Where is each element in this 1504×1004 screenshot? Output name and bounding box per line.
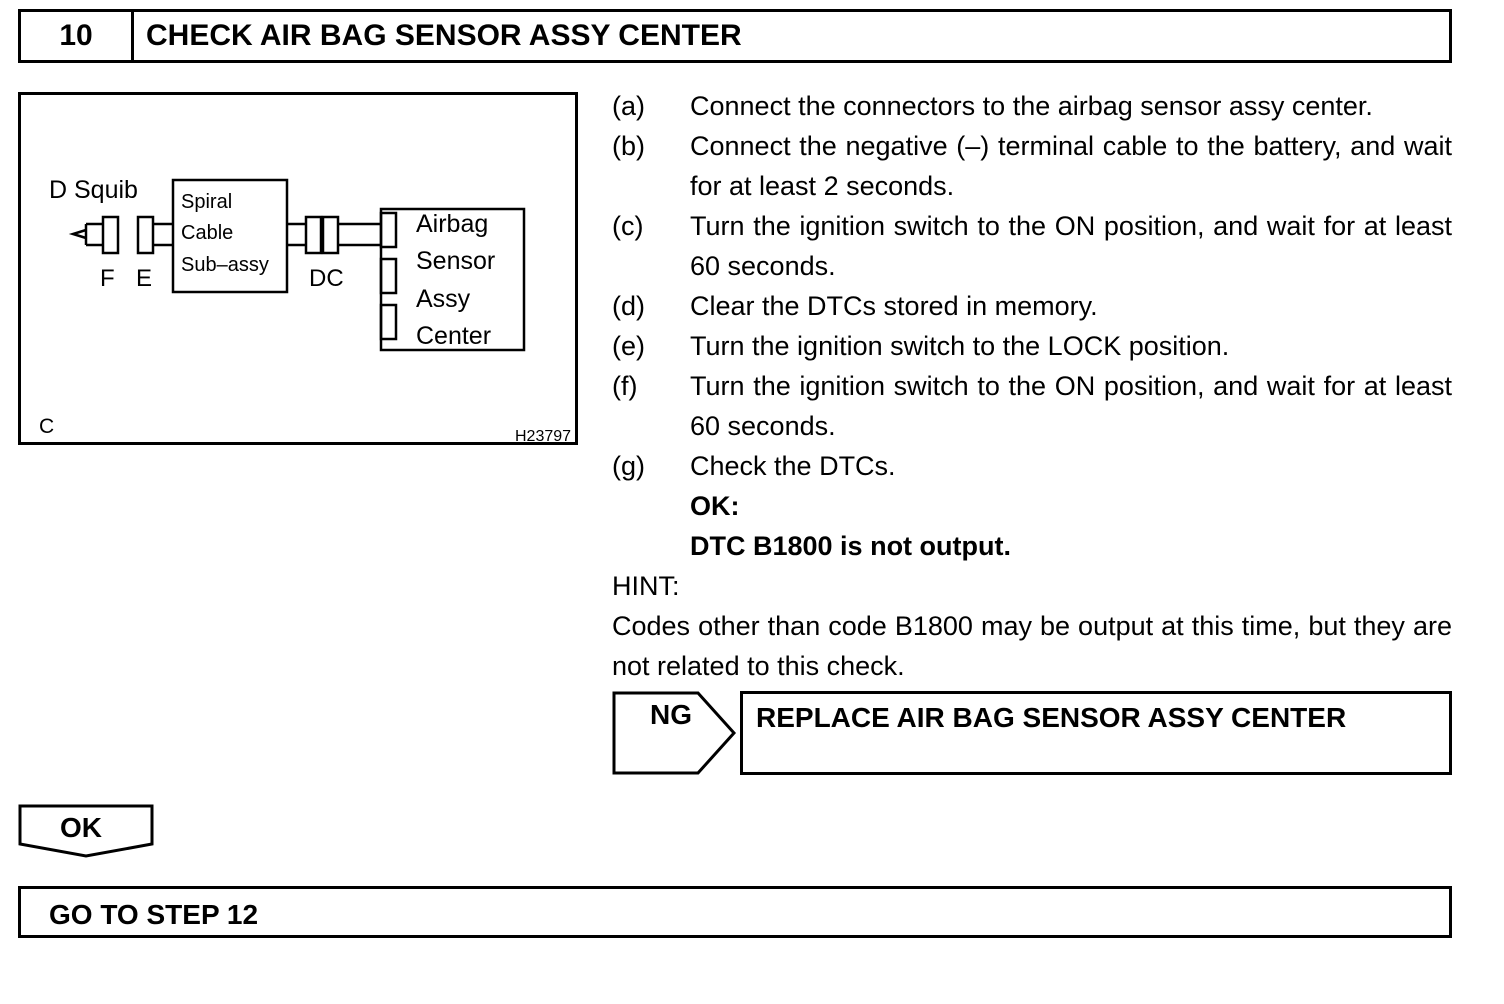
label-e: E	[136, 265, 152, 292]
ng-branch: NG REPLACE AIR BAG SENSOR ASSY CENTER	[612, 691, 1452, 775]
step-text: Turn the ignition switch to the LOCK pos…	[690, 331, 1230, 361]
squib-connector	[68, 228, 87, 240]
step-text: Turn the ignition switch to the ON posit…	[690, 211, 1452, 281]
label-dc: DC	[309, 265, 344, 292]
spiral-cable-box	[171, 178, 289, 294]
ng-action-box: REPLACE AIR BAG SENSOR ASSY CENTER	[740, 691, 1452, 775]
ok-condition: DTC B1800 is not output.	[690, 531, 1012, 561]
label-airbag-2: Sensor	[416, 247, 495, 275]
step-header: 10 CHECK AIR BAG SENSOR ASSY CENTER	[18, 9, 1452, 63]
ok-branch: OK	[18, 804, 158, 860]
connector-e	[136, 215, 155, 255]
instruction-step: (b) Connect the negative (–) terminal ca…	[612, 126, 1452, 206]
label-spiral-2: Cable	[181, 222, 233, 244]
ok-arrow-icon	[18, 804, 154, 858]
connector-dc-1	[304, 215, 323, 255]
ng-arrow-icon	[612, 691, 737, 775]
goto-step-box: GO TO STEP 12	[18, 886, 1452, 938]
goto-step-text: GO TO STEP 12	[49, 899, 259, 930]
instruction-step: (c) Turn the ignition switch to the ON p…	[612, 206, 1452, 286]
instruction-step: (f) Turn the ignition switch to the ON p…	[612, 366, 1452, 446]
instruction-step: (g) Check the DTCs.	[612, 446, 1452, 486]
wiring-diagram: D Squib Spiral Cable Sub–assy F E DC Air…	[18, 92, 578, 445]
step-text: Connect the connectors to the airbag sen…	[690, 91, 1373, 121]
instructions: (a) Connect the connectors to the airbag…	[612, 86, 1452, 686]
step-letter: (d)	[612, 291, 645, 321]
label-d-squib: D Squib	[49, 176, 138, 204]
label-f: F	[100, 265, 115, 292]
step-text: Clear the DTCs stored in memory.	[690, 291, 1098, 321]
label-airbag-3: Assy	[416, 285, 471, 313]
connector-f	[101, 215, 120, 255]
step-letter: (f)	[612, 371, 638, 401]
ok-branch-label: OK	[60, 812, 102, 843]
step-letter: (a)	[612, 91, 645, 121]
figure-id: H23797	[515, 428, 571, 445]
diagram-drawing: D Squib Spiral Cable Sub–assy F E DC Air…	[39, 176, 571, 445]
step-number: 10	[21, 12, 134, 60]
label-airbag-4: Center	[416, 322, 491, 350]
step-title: CHECK AIR BAG SENSOR ASSY CENTER	[146, 19, 742, 52]
label-airbag-1: Airbag	[416, 210, 488, 238]
step-letter: (c)	[612, 211, 644, 241]
label-spiral-3: Sub–assy	[181, 254, 269, 276]
step-text: Check the DTCs.	[690, 451, 896, 481]
hint-label: HINT:	[612, 571, 680, 601]
instruction-step: (e) Turn the ignition switch to the LOCK…	[612, 326, 1452, 366]
connector-dc-2	[321, 215, 340, 255]
step-letter: (e)	[612, 331, 645, 361]
ng-action-text: REPLACE AIR BAG SENSOR ASSY CENTER	[756, 702, 1347, 733]
instruction-step: (a) Connect the connectors to the airbag…	[612, 86, 1452, 126]
ng-label: NG	[650, 699, 692, 730]
instruction-step: (d) Clear the DTCs stored in memory.	[612, 286, 1452, 326]
hint-text: Codes other than code B1800 may be outpu…	[612, 611, 1452, 681]
step-text: Connect the negative (–) terminal cable …	[690, 131, 1452, 201]
ok-label: OK:	[690, 491, 740, 521]
step-text: Turn the ignition switch to the ON posit…	[690, 371, 1452, 441]
step-letter: (b)	[612, 131, 645, 161]
label-corner-c: C	[39, 415, 54, 438]
step-letter: (g)	[612, 451, 645, 481]
label-spiral-1: Spiral	[181, 191, 232, 213]
